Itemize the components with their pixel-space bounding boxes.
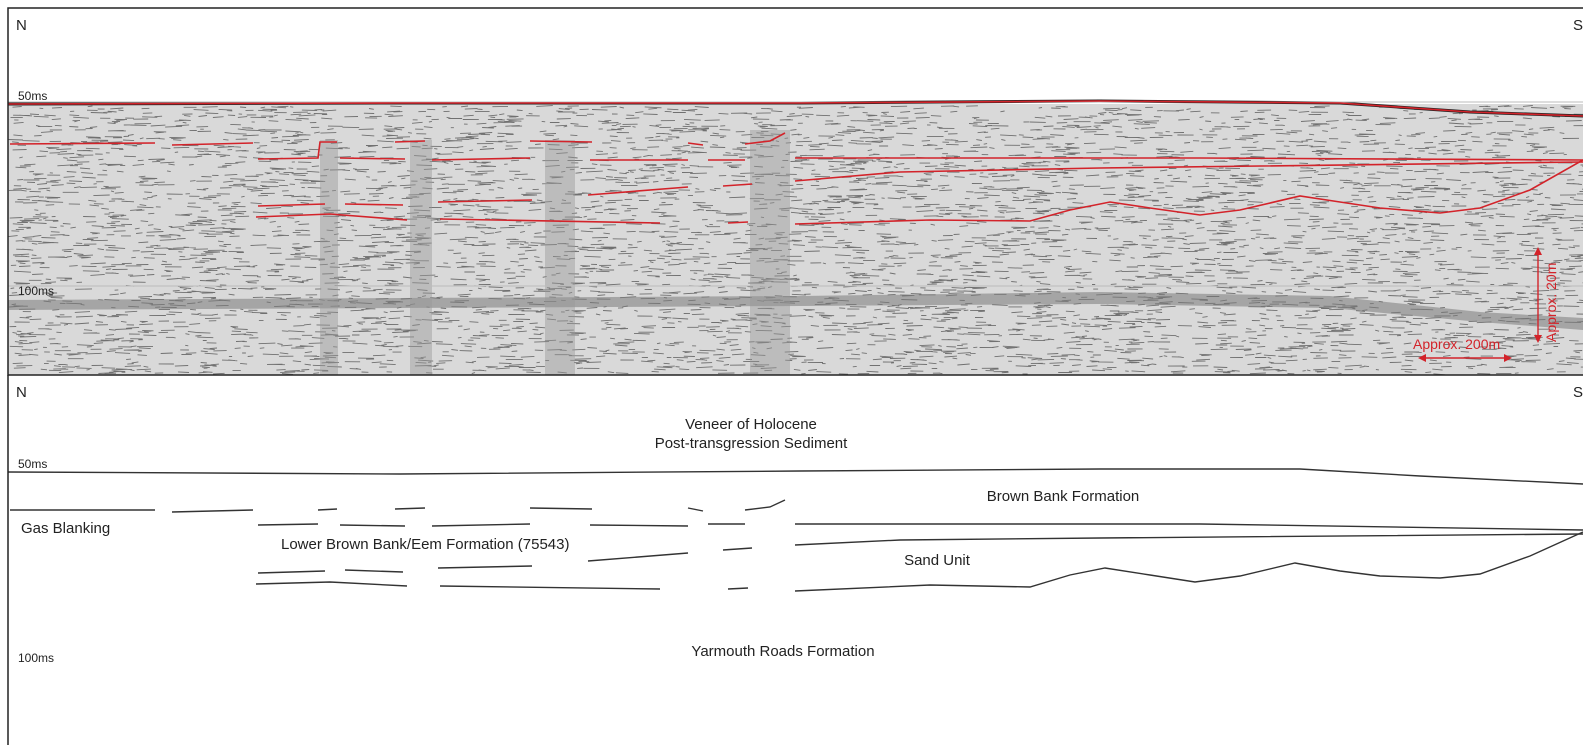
horizon-gas-2: [171, 142, 254, 146]
horizon-lower-3: [437, 199, 533, 203]
horizon-gas-9: [687, 142, 704, 146]
holocene-label-line2: Post-transgression Sediment: [655, 435, 848, 452]
seismic-south-label: S: [1573, 17, 1583, 34]
line-lower-4: [587, 552, 689, 562]
horizon-lower-1: [257, 203, 326, 207]
interpretation-panel: N S 50ms 100ms Veneer of Holocene Post-t…: [8, 376, 1583, 745]
interp-100ms-label: 100ms: [18, 651, 54, 665]
gas-blanking-columns: [320, 130, 790, 375]
line-lower-2: [344, 569, 404, 573]
line-lower-3: [437, 565, 533, 569]
line-lower-5: [722, 547, 753, 551]
line-brown-bank-top: [795, 523, 1583, 531]
horizon-gas-4: [339, 157, 406, 160]
horizon-brown-bank-base: [794, 161, 1583, 182]
line-lower-1: [257, 570, 326, 574]
gas-blanking-label: Gas Blanking: [21, 520, 110, 537]
yarmouth-roads-label: Yarmouth Roads Formation: [691, 643, 874, 660]
horizon-gas-11: [744, 132, 786, 145]
line-gas-3b: [317, 508, 338, 511]
line-gas-4: [339, 524, 406, 527]
vertical-scale-label: Approx. 20m: [1543, 263, 1559, 342]
horizontal-scale-label: Approx. 200m: [1413, 336, 1500, 352]
interp-50ms-label: 50ms: [18, 457, 47, 471]
deep-reflector-band: [8, 292, 1583, 330]
seismic-panel-frame: [7, 7, 1583, 376]
interp-north-label: N: [16, 384, 27, 401]
seismic-100ms-label: 100ms: [18, 284, 54, 298]
interpreted-horizons: [8, 100, 1583, 225]
horizon-lower-8: [727, 221, 749, 224]
holocene-label-line1: Veneer of Holocene: [685, 416, 817, 433]
interp-south-label: S: [1573, 384, 1583, 401]
seismic-north-label: N: [16, 17, 27, 34]
seismic-texture: [8, 104, 1583, 375]
horizon-gas-5: [394, 140, 426, 143]
horizon-lower-7: [439, 218, 661, 224]
brown-bank-label: Brown Bank Formation: [987, 488, 1140, 505]
interpreted-lines: [8, 468, 1583, 592]
horizon-lower-2: [344, 203, 404, 206]
line-gas-9: [687, 507, 704, 512]
line-sand-unit-base: [794, 531, 1583, 592]
horizontal-scale-bar: Approx. 200m: [1413, 336, 1512, 362]
horizon-gas-1: [9, 142, 156, 145]
horizon-lower-6: [255, 213, 408, 221]
horizon-lower-5: [722, 183, 753, 187]
line-gas-6: [431, 523, 531, 527]
horizon-gas-3: [257, 141, 337, 160]
line-gas-5: [394, 507, 426, 510]
horizon-brown-bank-top: [795, 157, 1583, 161]
line-gas-8: [589, 524, 689, 527]
sand-unit-label: Sand Unit: [904, 552, 971, 569]
horizon-gas-6: [431, 157, 531, 161]
horizon-gas-7: [529, 140, 593, 143]
horizon-lower-4: [587, 186, 689, 196]
line-brown-bank-base: [794, 533, 1583, 546]
line-lower-6: [255, 581, 408, 587]
line-lower-8: [727, 587, 749, 590]
horizon-sand-unit-base: [794, 159, 1583, 225]
line-seabed: [8, 468, 1583, 485]
line-gas-3: [257, 523, 319, 526]
line-gas-11: [744, 499, 786, 511]
line-gas-2: [171, 509, 254, 513]
seismic-profile-panel: N S 50ms 100ms Approx. 200m Approx. 20m: [8, 8, 1583, 375]
line-lower-7: [439, 585, 661, 590]
vertical-scale-bar: Approx. 20m: [1534, 247, 1559, 343]
seismic-50ms-label: 50ms: [18, 89, 47, 103]
horizon-seabed: [8, 100, 1583, 117]
line-gas-7: [529, 507, 593, 510]
lower-brown-bank-label: Lower Brown Bank/Eem Formation (75543): [281, 536, 569, 553]
